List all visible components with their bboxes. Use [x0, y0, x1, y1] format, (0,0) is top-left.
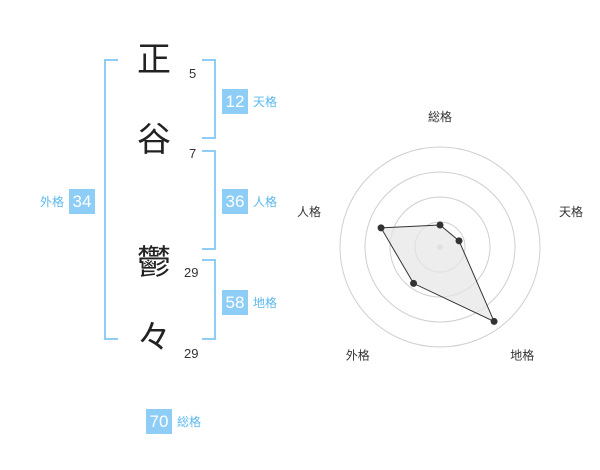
jinkaku-score: 36 人格 — [222, 189, 277, 214]
chikaku-value: 58 — [222, 290, 248, 315]
stroke-count-1: 5 — [189, 66, 197, 81]
radar-series-area — [380, 224, 496, 323]
chikaku-label: 地格 — [253, 296, 278, 310]
radar-point-5 — [377, 224, 385, 232]
radar-point-2 — [455, 237, 463, 245]
stroke-count-4: 29 — [184, 346, 199, 361]
stroke-count-2: 7 — [189, 146, 197, 161]
radar-point-3 — [490, 317, 498, 325]
soukaku-label: 総格 — [177, 415, 202, 429]
chikaku-score: 58 地格 — [222, 290, 277, 315]
soukaku-value: 70 — [146, 409, 172, 434]
radar-ring — [389, 196, 491, 298]
tenkaku-bracket — [202, 59, 216, 139]
gaikaku-label: 外格 — [40, 195, 65, 209]
tenkaku-value: 12 — [222, 89, 248, 114]
gaikaku-value: 34 — [69, 189, 96, 214]
radar-axis-label-4: 外格 — [346, 348, 370, 363]
radar-ring — [364, 171, 516, 323]
tenkaku-score: 12 天格 — [222, 89, 277, 114]
radar-point-1 — [436, 221, 444, 229]
stroke-count-3: 29 — [184, 265, 199, 280]
radar-axis-label-5: 人格 — [297, 204, 321, 219]
gaikaku-bracket — [104, 59, 118, 340]
radar-axis-label-1: 総格 — [428, 109, 452, 124]
jinkaku-value: 36 — [222, 189, 248, 214]
soukaku-score: 70 総格 — [146, 409, 201, 434]
jinkaku-bracket — [202, 150, 216, 250]
name-char-1: 正 — [137, 40, 171, 80]
tenkaku-label: 天格 — [253, 95, 278, 109]
radar-axis-label-2: 天格 — [559, 204, 583, 219]
radar-ring — [339, 146, 541, 348]
gaikaku-score: 外格 34 — [40, 189, 96, 214]
name-char-3: 鬱 — [137, 243, 171, 283]
radar-axis-label-3: 地格 — [510, 348, 534, 363]
name-char-4: 々 — [137, 318, 171, 358]
radar-point-4 — [410, 279, 418, 287]
chikaku-bracket — [202, 259, 216, 340]
jinkaku-label: 人格 — [253, 195, 278, 209]
name-char-2: 谷 — [137, 120, 171, 160]
